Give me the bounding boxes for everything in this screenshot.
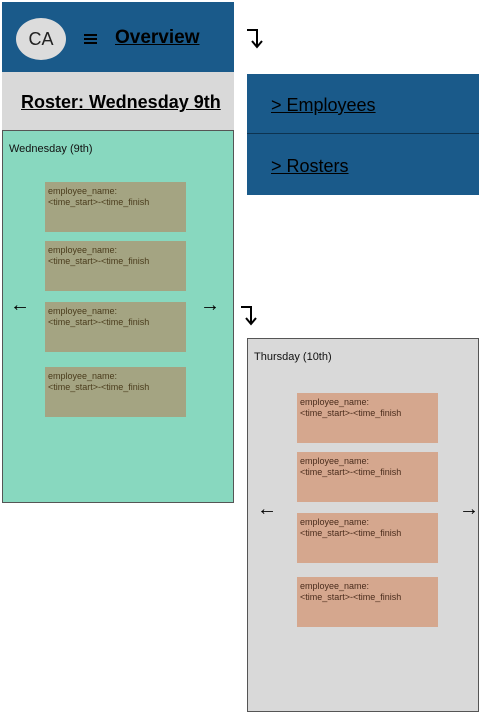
shift-employee-name: employee_name: [300,581,370,591]
shift-card[interactable]: employee_name: <time_start>-<time_finish [297,452,438,502]
prev-day-arrow-icon[interactable]: ← [257,498,277,520]
roster-title-bar: Roster: Wednesday 9th [2,72,234,130]
page-title[interactable]: Roster: Wednesday 9th [21,92,221,112]
next-day-arrow-icon[interactable]: → [459,498,479,520]
shift-card[interactable]: employee_name: <time_start>-<time_finish [297,513,438,563]
navigation-menu: > Employees > Rosters [247,74,479,195]
overview-link[interactable]: Overview [115,27,200,48]
shift-employee-name: employee_name: [48,245,118,255]
day-panel-thursday: Thursday (10th) employee_name: <time_sta… [247,338,479,712]
shift-time: <time_start>-<time_finish [300,408,402,418]
avatar[interactable]: CA [16,18,66,60]
shift-card[interactable]: employee_name: <time_start>-<time_finish [45,241,186,291]
day-label: Thursday (10th) [254,351,332,363]
shift-card[interactable]: employee_name: <time_start>-<time_finish [297,577,438,627]
shift-time: <time_start>-<time_finish [48,317,150,327]
turn-down-arrow-icon [241,306,257,326]
shift-employee-name: employee_name: [48,186,118,196]
menu-item-label: > Employees [271,95,376,115]
shift-employee-name: employee_name: [300,517,370,527]
shift-card[interactable]: employee_name: <time_start>-<time_finish [297,393,438,443]
hamburger-icon[interactable] [84,34,97,44]
next-day-arrow-icon[interactable]: → [200,294,220,316]
shift-employee-name: employee_name: [300,456,370,466]
shift-card[interactable]: employee_name: <time_start>-<time_finish [45,302,186,352]
shift-card[interactable]: employee_name: <time_start>-<time_finish [45,367,186,417]
shift-employee-name: employee_name: [300,397,370,407]
day-label: Wednesday (9th) [9,143,93,155]
menu-item-label: > Rosters [271,156,349,176]
shift-time: <time_start>-<time_finish [300,467,402,477]
shift-employee-name: employee_name: [48,371,118,381]
menu-item-employees[interactable]: > Employees [247,74,479,134]
prev-day-arrow-icon[interactable]: ← [10,294,30,316]
shift-time: <time_start>-<time_finish [48,197,150,207]
shift-time: <time_start>-<time_finish [300,592,402,602]
shift-time: <time_start>-<time_finish [48,382,150,392]
app-header: CA Overview [2,2,234,72]
day-panel-wednesday: Wednesday (9th) employee_name: <time_sta… [2,130,234,503]
shift-time: <time_start>-<time_finish [300,528,402,538]
menu-item-rosters[interactable]: > Rosters [247,135,479,195]
shift-time: <time_start>-<time_finish [48,256,150,266]
turn-down-arrow-icon [247,29,263,49]
shift-card[interactable]: employee_name: <time_start>-<time_finish [45,182,186,232]
shift-employee-name: employee_name: [48,306,118,316]
